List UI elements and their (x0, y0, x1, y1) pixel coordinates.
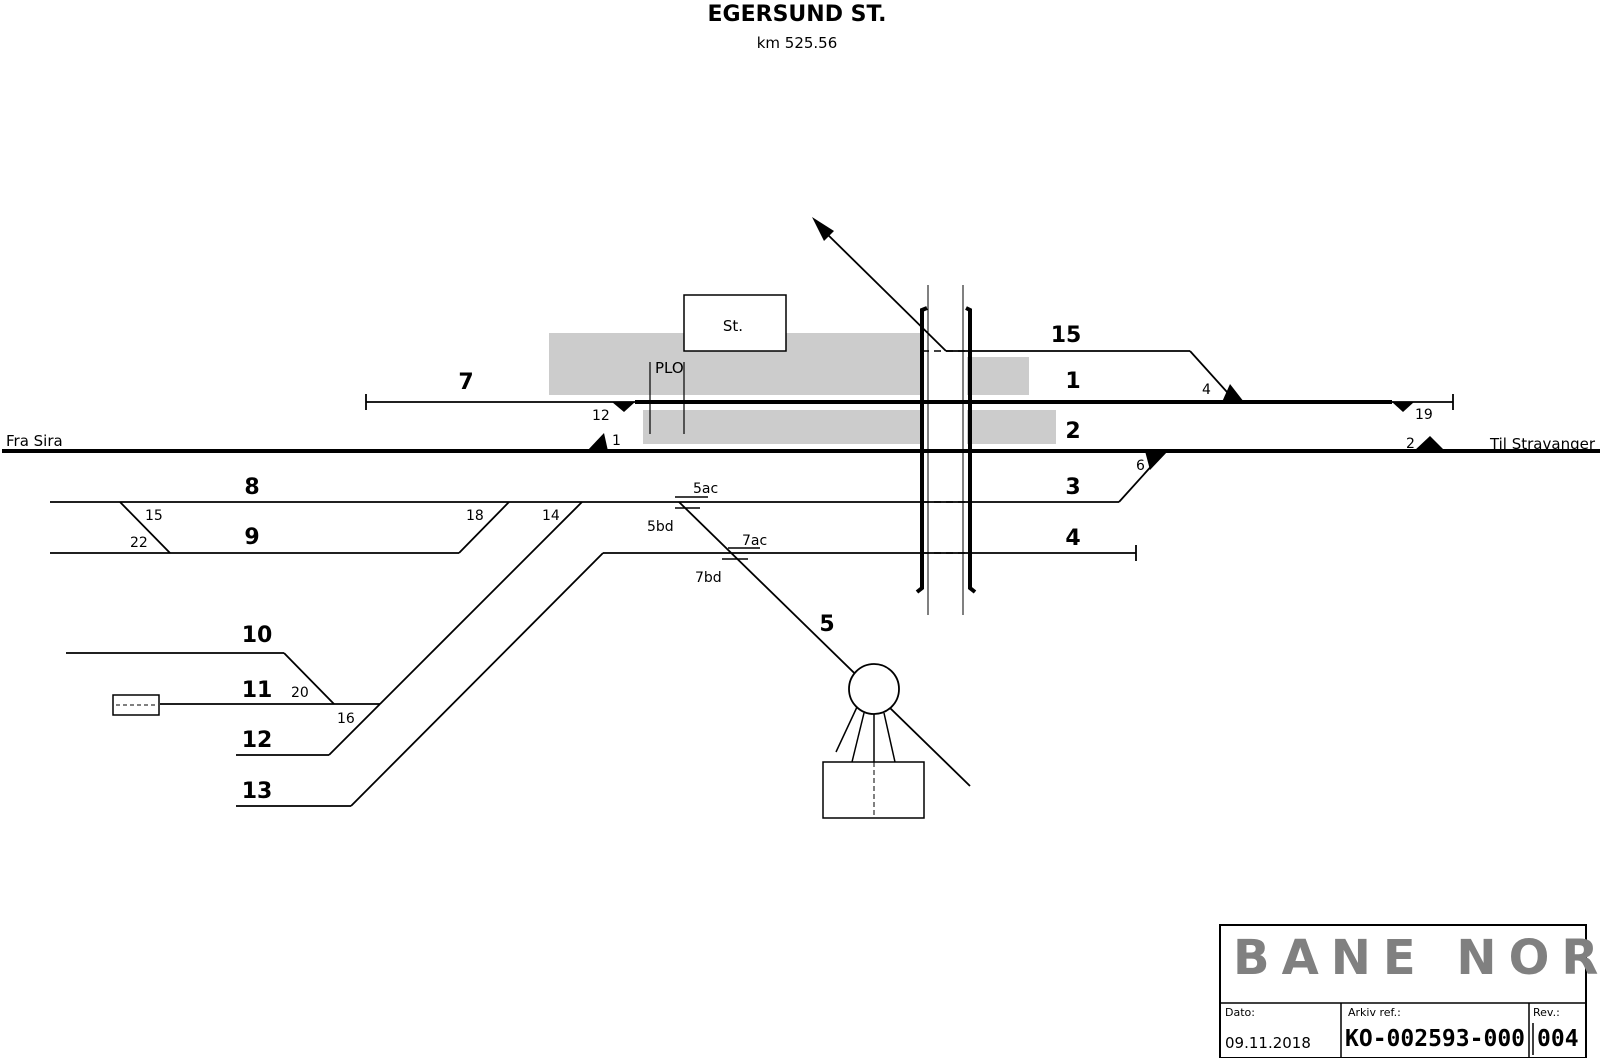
switch-label-7bd: 7bd (695, 570, 722, 586)
rev-value: 004 (1537, 1026, 1579, 1052)
roundhouse-rays (835, 706, 896, 763)
date-value: 09.11.2018 (1225, 1034, 1311, 1052)
arrow-head-icon (812, 217, 834, 241)
switch-label-18: 18 (466, 508, 484, 524)
switch-label-4: 4 (1202, 382, 1211, 398)
derail-marks (675, 496, 760, 560)
track-label-13: 13 (242, 779, 273, 804)
track-label-10: 10 (242, 623, 273, 648)
track-label-2: 2 (1065, 419, 1080, 444)
bane-nor-logo: BANE NOR (1233, 930, 1600, 986)
direction-to: Til Stravanger (1489, 435, 1596, 453)
station-building (683, 294, 787, 352)
track-label-11: 11 (242, 678, 273, 703)
switch-label-14: 14 (542, 508, 560, 524)
switch-label-5ac: 5ac (693, 481, 718, 497)
switch-label-5bd: 5bd (647, 519, 674, 535)
track-label-15: 15 (1051, 323, 1082, 348)
track-label-8: 8 (244, 475, 259, 500)
plo-label: PLO (655, 359, 684, 377)
switch-label-1: 1 (612, 433, 621, 449)
switch-label-2: 2 (1406, 436, 1415, 452)
switch-label-15: 15 (145, 508, 163, 524)
platform-north-east (967, 357, 1029, 395)
track-label-3: 3 (1065, 475, 1080, 500)
track-label-1: 1 (1065, 369, 1080, 394)
overpass (915, 285, 977, 615)
switch-label-6: 6 (1136, 458, 1145, 474)
track-label-12: 12 (242, 728, 273, 753)
station-building-label: St. (723, 317, 743, 335)
track-label-4: 4 (1065, 526, 1080, 551)
track-label-9: 9 (244, 525, 259, 550)
direction-from: Fra Sira (6, 432, 63, 450)
platform-middle-east (967, 410, 1056, 444)
switch-label-7ac: 7ac (742, 533, 767, 549)
date-label: Dato: (1225, 1006, 1255, 1019)
track-label-7: 7 (458, 370, 473, 395)
platform-middle (643, 410, 924, 444)
switch-triangles (587, 384, 1445, 470)
rev-label: Rev.: (1533, 1006, 1560, 1019)
switch-label-20: 20 (291, 685, 309, 701)
station-km: km 525.56 (757, 34, 838, 52)
turntable (848, 663, 900, 715)
archive-value: KO-002593-000 (1345, 1026, 1525, 1052)
platforms (549, 333, 1056, 444)
switch-label-19: 19 (1415, 407, 1433, 423)
buffer-stop (112, 694, 160, 716)
switch-label-16: 16 (337, 711, 355, 727)
title-block: BANE NOR Dato: 09.11.2018 Arkiv ref.: KO… (1219, 924, 1600, 1058)
archive-label: Arkiv ref.: (1348, 1006, 1401, 1019)
station-title: EGERSUND ST. (708, 2, 887, 27)
track-label-5: 5 (819, 612, 834, 637)
switch-label-12: 12 (592, 408, 610, 424)
switch-label-22: 22 (130, 535, 148, 551)
main-lines (2, 400, 1600, 453)
